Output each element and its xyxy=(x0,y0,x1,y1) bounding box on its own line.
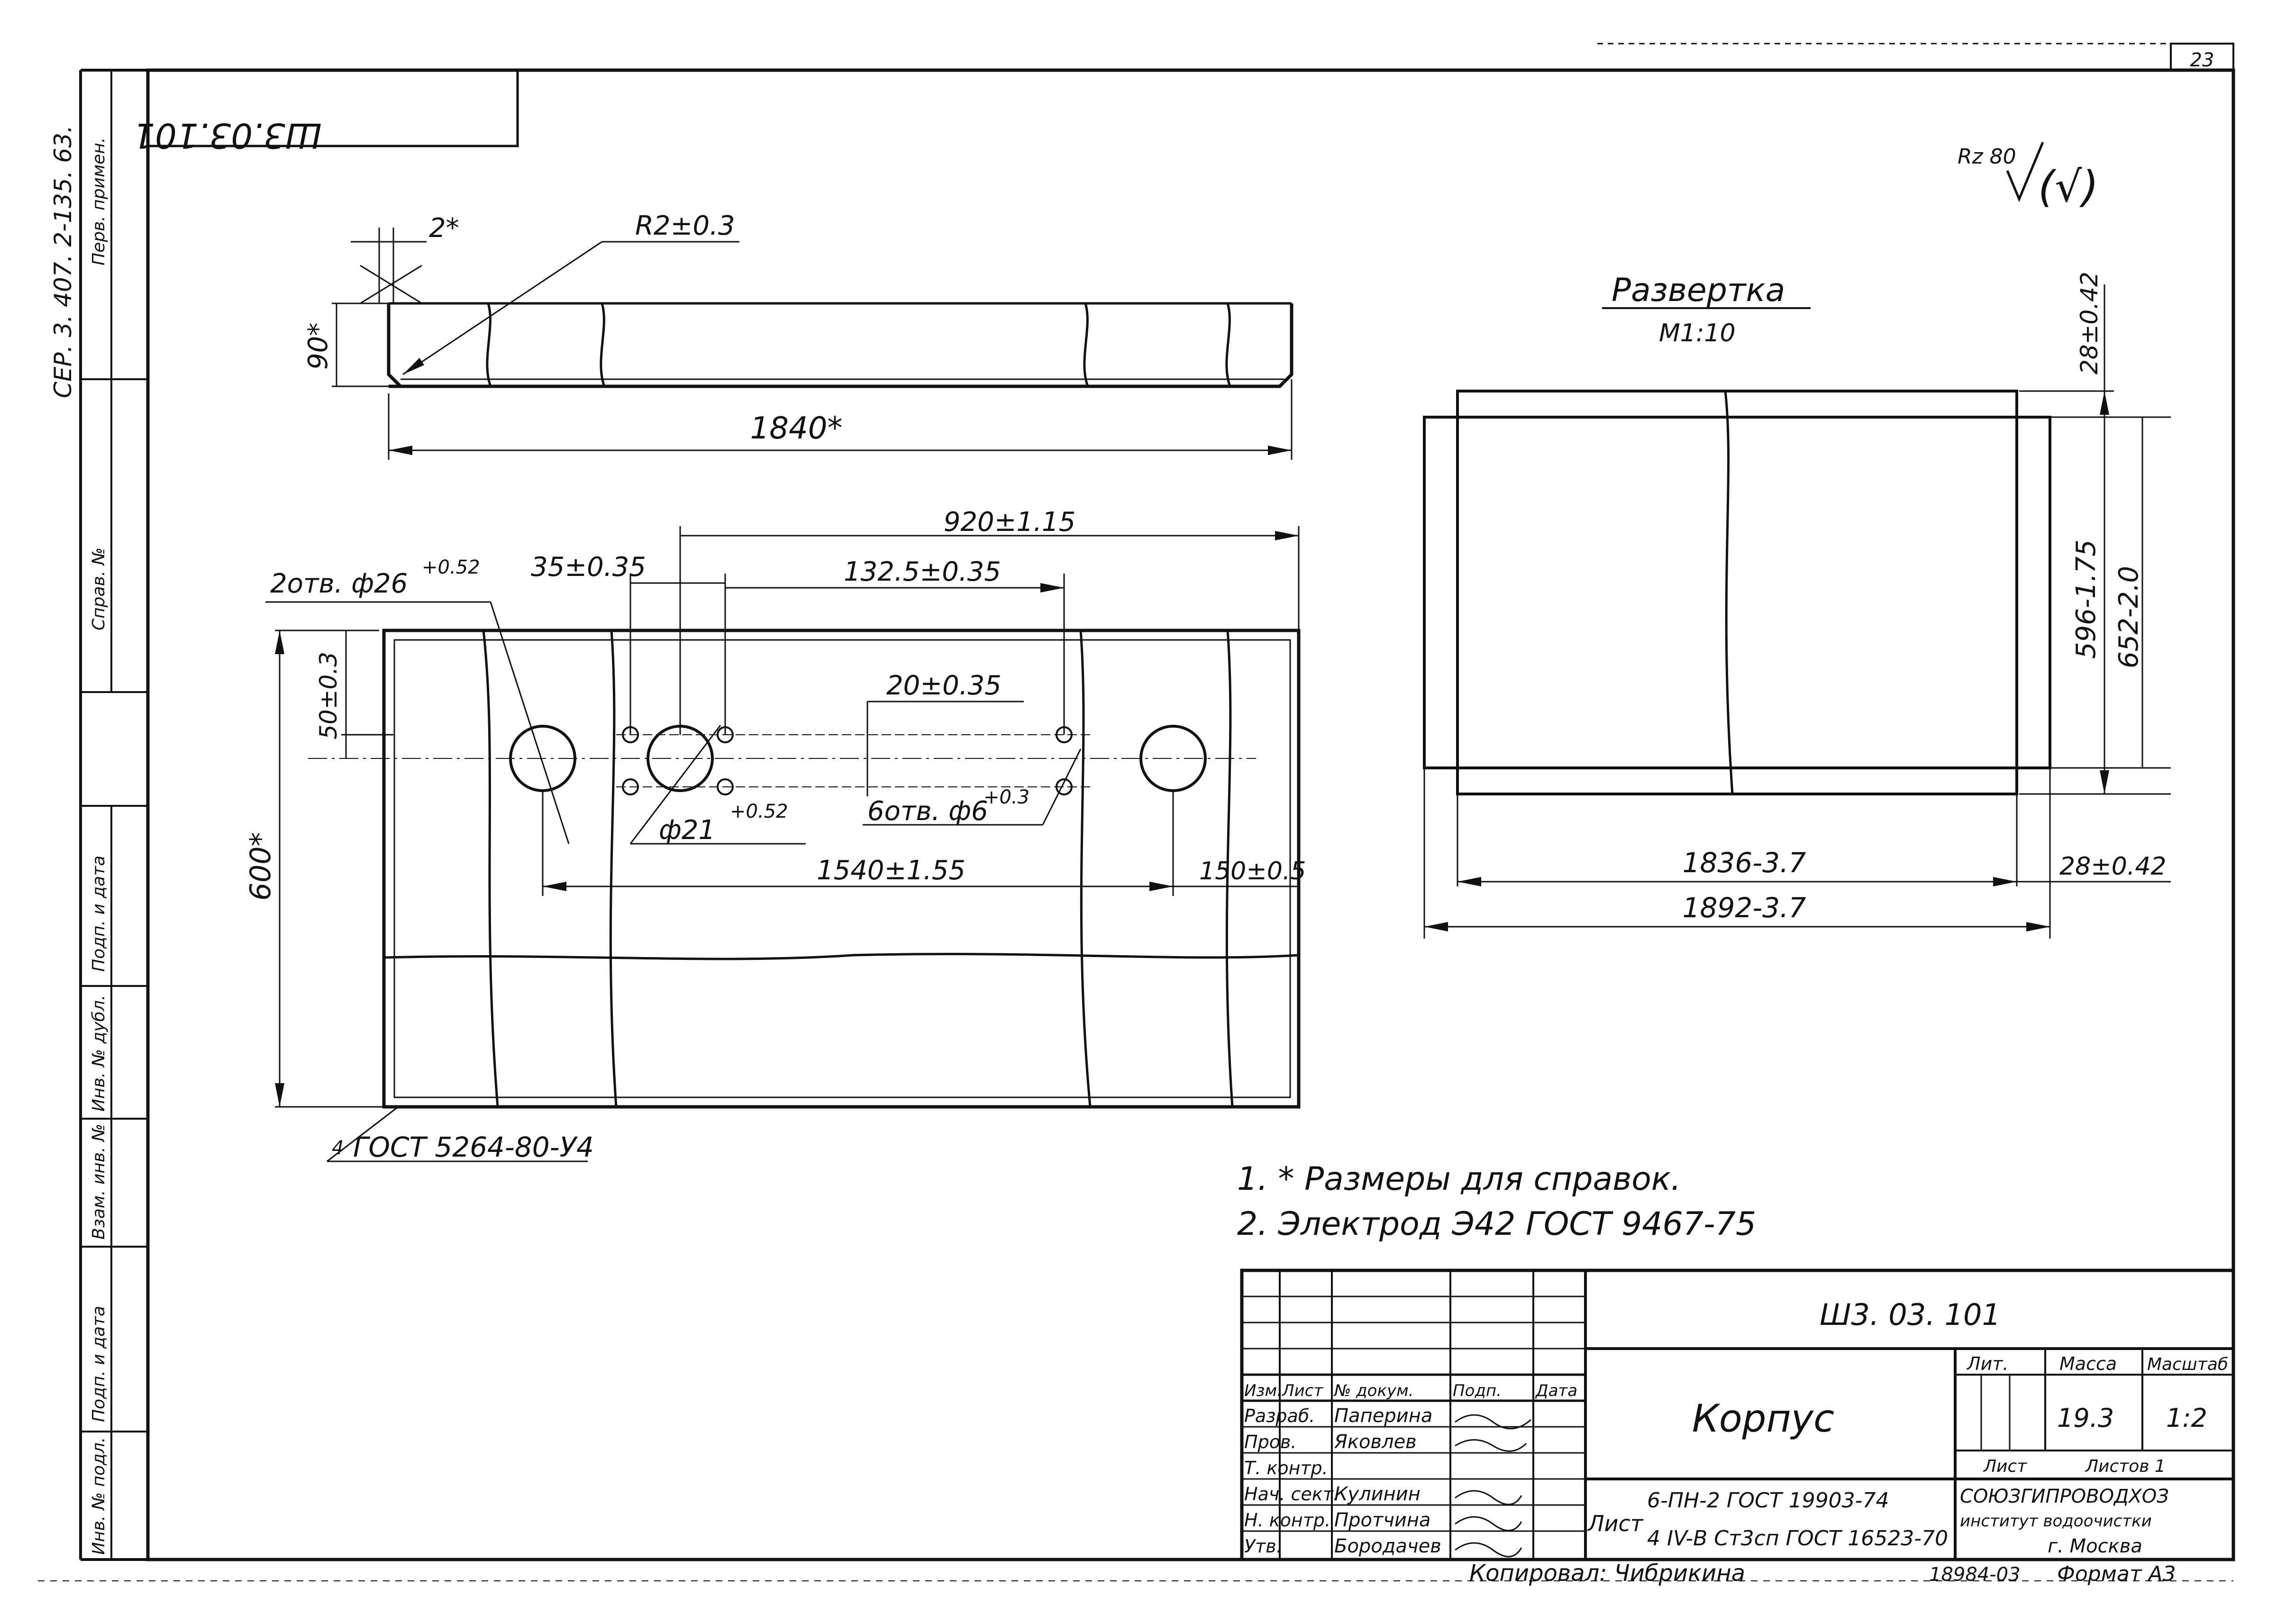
dim-1836: 1836-3.7 xyxy=(1683,847,1806,879)
org-line-1: СОЮЗГИПРОВОДХОЗ xyxy=(1960,1486,2169,1507)
first-use-label: Перв. примен. xyxy=(89,137,109,265)
name-checker: Яковлев xyxy=(1334,1431,1417,1453)
series-code: СЕР. 3. 407. 2-135. 63. xyxy=(49,125,77,398)
org-line-3: г. Москва xyxy=(2048,1535,2142,1557)
dim-600: 600* xyxy=(244,832,277,901)
dim-1892: 1892-3.7 xyxy=(1683,892,1806,924)
sheet-label: Лист xyxy=(1983,1457,2027,1476)
corner-code: Ш3.03.101 xyxy=(133,116,322,155)
part-name: Корпус xyxy=(1692,1396,1834,1441)
dim-holes-tol: +0.52 xyxy=(422,557,480,578)
side-label-sign-date-2: Подп. и дата xyxy=(89,1306,109,1422)
dim-phi21-tol: +0.52 xyxy=(730,801,788,822)
unfold-title: Развертка xyxy=(1612,272,1785,309)
dim-radius: R2±0.3 xyxy=(635,210,735,241)
side-label-orig-inv: Инв. № подл. xyxy=(89,1437,109,1555)
material-line-2: 4 IV-В Ст3сп ГОСТ 16523-70 xyxy=(1647,1526,1948,1551)
dim-150: 150±0.5 xyxy=(1199,857,1306,885)
dim-28-top: 28±0.42 xyxy=(2076,272,2103,374)
order-number: 18984-03 xyxy=(1929,1564,2021,1586)
roughness-symbol: Rz 80 (√) xyxy=(1958,142,2099,212)
dim-height: 90* xyxy=(303,323,334,370)
dim-652: 652-2.0 xyxy=(2113,566,2144,668)
dim-overall: 920±1.15 xyxy=(944,507,1076,538)
drawing-code: Ш3. 03. 101 xyxy=(1820,1297,2001,1332)
role-sector-head: Нач. сект. xyxy=(1244,1484,1339,1505)
dim-6holes-tol: +0.3 xyxy=(984,786,1029,808)
name-sector-head: Кулинин xyxy=(1334,1483,1421,1505)
copied-by: Копировал: Чибрикина xyxy=(1469,1560,1745,1587)
col-header-doc: № докум. xyxy=(1333,1381,1414,1400)
weld-note: ГОСТ 5264-80-У4 xyxy=(353,1131,594,1163)
ref-label: Справ. № xyxy=(89,547,109,630)
side-label-replace-inv: Взам. инв. № xyxy=(89,1124,109,1240)
dim-596: 596-1.75 xyxy=(2071,539,2102,659)
name-developer: Паперина xyxy=(1334,1405,1432,1427)
name-approved: Бородачев xyxy=(1334,1535,1441,1557)
scale-value: 1:2 xyxy=(2166,1403,2207,1433)
sheet-number-box xyxy=(2170,43,2234,71)
inner-frame-border xyxy=(146,68,2235,1561)
signatures xyxy=(1455,1414,1531,1558)
role-approved: Утв. xyxy=(1244,1536,1282,1557)
side-label-dup-inv: Инв. № дубл. xyxy=(89,995,109,1112)
mass-value: 19.3 xyxy=(2057,1403,2114,1433)
role-norm-control: Н. контр. xyxy=(1244,1510,1330,1531)
dim-phi21: ф21 xyxy=(659,815,715,846)
unfold-scale: М1:10 xyxy=(1659,319,1736,347)
col-header-change: Изм. xyxy=(1244,1381,1282,1400)
dim-28-bottom: 28±0.42 xyxy=(2059,852,2167,881)
corner-code-box xyxy=(146,69,519,147)
title-block xyxy=(1240,1268,2235,1561)
dim-132: 132.5±0.35 xyxy=(844,557,1001,587)
roughness-label: Rz 80 xyxy=(1958,145,2016,169)
col-header-sheet: Лист xyxy=(1281,1381,1323,1400)
sheet-number: 23 xyxy=(2190,49,2214,71)
col-header-date: Дата xyxy=(1535,1381,1577,1400)
material-prefix: Лист xyxy=(1587,1511,1644,1536)
col-header-sign: Подп. xyxy=(1453,1381,1502,1400)
scale-label: Масштаб xyxy=(2147,1355,2228,1374)
dim-gap: 2* xyxy=(429,213,459,244)
unfold-view xyxy=(1423,284,2171,939)
dim-6holes-label: 6отв. ф6 xyxy=(867,796,988,827)
hole-large-right xyxy=(1139,725,1207,792)
name-norm-control: Протчина xyxy=(1334,1509,1431,1531)
sheet-frame xyxy=(79,43,2235,1561)
section-view xyxy=(332,228,1293,460)
weld-number: 4 xyxy=(332,1137,344,1159)
role-developer: Разраб. xyxy=(1244,1405,1315,1426)
lit-label: Лит. xyxy=(1966,1353,2009,1374)
role-tech-control: Т. контр. xyxy=(1244,1458,1328,1478)
dim-20: 20±0.35 xyxy=(886,670,1002,701)
note-2: 2. Электрод Э42 ГОСТ 9467-75 xyxy=(1237,1205,1756,1243)
side-label-sign-date-1: Подп. и дата xyxy=(89,856,109,972)
roughness-suffix: (√) xyxy=(2038,162,2099,212)
mass-label: Масса xyxy=(2059,1353,2117,1374)
format-label: Формат А3 xyxy=(2057,1562,2176,1586)
sheets-label: Листов 1 xyxy=(2085,1457,2166,1476)
role-checker: Пров. xyxy=(1244,1432,1296,1452)
dim-35: 35±0.35 xyxy=(531,552,646,583)
plan-view xyxy=(265,526,1301,1162)
material-line-1: 6-ПН-2 ГОСТ 19903-74 xyxy=(1647,1488,1889,1513)
note-1: 1. * Размеры для справок. xyxy=(1237,1160,1681,1198)
dim-1540: 1540±1.55 xyxy=(817,855,965,886)
dim-50: 50±0.3 xyxy=(315,652,342,739)
dim-holes-label: 2отв. ф26 xyxy=(270,568,408,599)
org-line-2: институт водоочистки xyxy=(1960,1512,2152,1531)
dim-length: 1840* xyxy=(750,411,843,446)
